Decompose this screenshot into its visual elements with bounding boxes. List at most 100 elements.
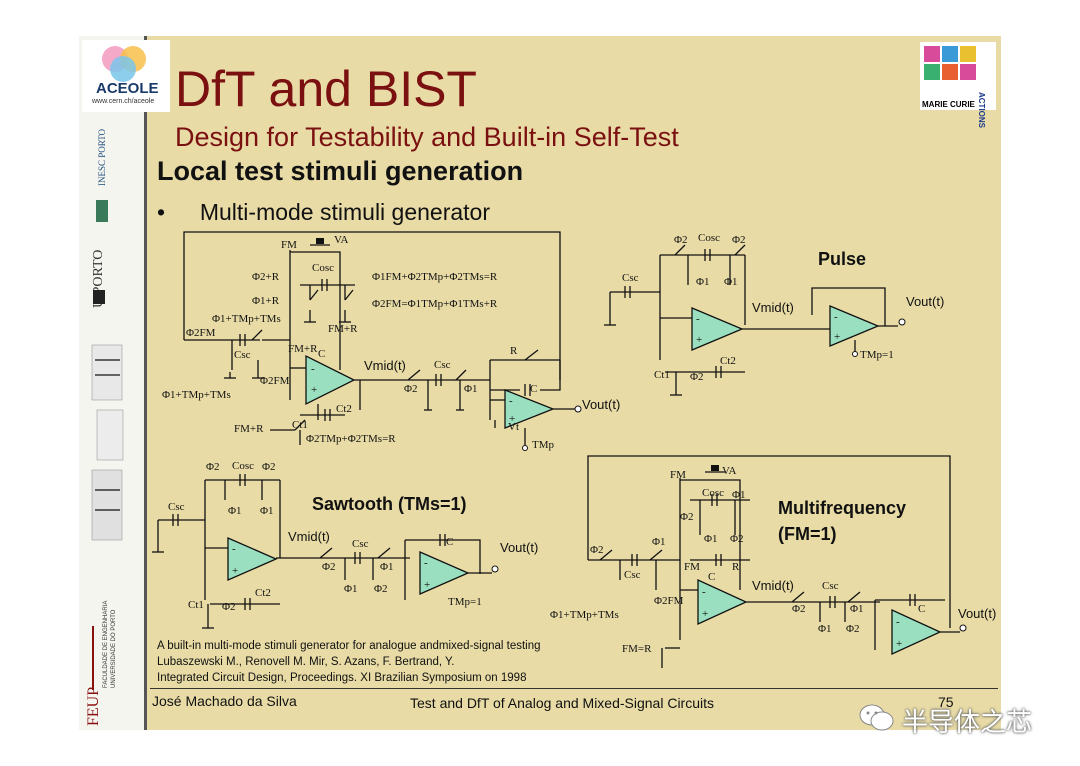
marie-curie-text: MARIE CURIE [922,100,975,109]
svg-text:+: + [311,384,317,396]
label: Csc [234,349,251,361]
label: VA [334,234,349,246]
sawtooth-circuit: -+ -+ Sawtooth (TMs=1) Φ2 Cosc Φ2 Csc Φ1… [152,460,538,629]
svg-text:+: + [509,413,515,425]
label: FM [684,561,700,573]
label: TMp=1 [448,596,482,608]
footer-author: José Machado da Silva [152,693,297,709]
svg-text:-: - [232,543,236,555]
label: Φ1 [380,561,394,573]
label: C [446,536,453,548]
label: Φ1+TMp+TMs [550,609,619,621]
svg-text:-: - [696,313,700,325]
label: Φ1FM+Φ2TMp+Φ2TMs=R [372,271,498,283]
svg-text:+: + [232,565,238,577]
label: C [918,603,925,615]
label: Cosc [702,487,724,499]
label: C [318,348,325,360]
label: Φ2+R [252,271,280,283]
label: Φ2 [590,544,604,556]
label: Φ2 [404,383,418,395]
slide-background [79,36,1001,730]
footer-divider [150,688,998,689]
label: FM=R [622,643,652,655]
label: Csc [434,359,451,371]
label: Φ1 [818,623,832,635]
label: Csc [624,569,641,581]
label: Φ1+TMp+TMs [162,389,231,401]
label: Vout(t) [500,540,538,555]
svg-text:-: - [509,395,513,407]
reference-line-3: Integrated Circuit Design, Proceedings. … [157,672,527,684]
label: Vout(t) [958,606,996,621]
label: Φ2 [730,533,744,545]
label: Φ2TMp+Φ2TMs=R [306,433,396,445]
label: Φ1 [850,603,864,615]
label: Φ1+TMp+TMs [212,313,281,325]
label: FM+R [234,423,264,435]
label: VA [722,465,737,477]
main-circuit: - + - + FM VA Φ2+R Cosc [162,231,620,451]
aceole-logo-text: ACEOLE [96,80,159,97]
label: Cosc [232,460,254,472]
bullet-item: • Multi-mode stimuli generator [157,199,490,226]
svg-text:-: - [702,586,706,598]
svg-text:-: - [424,557,428,569]
label: Csc [822,580,839,592]
label: Φ1 [344,583,358,595]
label: Vout(t) [906,294,944,309]
label: FM+R [288,343,318,355]
label: Ct2 [255,587,271,599]
watermark-text: 半导体之芯 [902,707,1033,737]
slide-title: DfT and BIST [175,61,477,117]
aceole-url: www.cern.ch/aceole [92,98,155,105]
label: Cosc [698,232,720,244]
svg-text:-: - [311,363,315,375]
label: Cosc [312,262,334,274]
marie-curie-logo [920,42,996,110]
section-heading: Local test stimuli generation [157,156,524,186]
label: Φ2FM=Φ1TMp+Φ1TMs+R [372,298,498,310]
svg-text:-: - [834,311,838,323]
svg-text:+: + [896,638,902,650]
label: Φ2FM [260,375,290,387]
label: Φ2 [846,623,860,635]
label: TMp [532,439,555,451]
label: Φ2 [374,583,388,595]
footer-course: Test and DfT of Analog and Mixed-Signal … [410,695,715,711]
label: R [732,561,740,573]
label: Csc [352,538,369,550]
label: Vout(t) [582,397,620,412]
label: Φ1+R [252,295,280,307]
multifrequency-label-1: Multifrequency [778,498,906,518]
bullet-marker: • [157,199,166,225]
label: Φ1 [260,505,274,517]
label: Φ2 [792,603,806,615]
reference-line-1: A built-in multi-mode stimuli generator … [157,640,541,652]
label: Φ2 [222,601,236,613]
label: Ct1 [188,599,204,611]
label: Φ2 [322,561,336,573]
reference-line-2: Lubaszewski M., Renovell M. Mir, S. Azan… [157,656,455,668]
label: Φ1 [724,276,738,288]
label: Vt [508,421,519,433]
label: Ct2 [720,355,736,367]
pulse-circuit: -+ -+ Pulse Φ2 Cosc Φ2 Csc Φ1 Φ1 Vmid(t)… [604,232,944,396]
label: Φ1 [464,383,478,395]
footer-page-number: 75 [938,694,954,710]
label: Csc [168,501,185,513]
multifrequency-circuit: -+ -+ Multifrequency (FM=1) FM VA Cosc Φ… [550,455,996,668]
label: Φ2 [674,234,688,246]
label: Φ1 [696,276,710,288]
label: Csc [622,272,639,284]
label: Φ2 [262,461,276,473]
label: Φ2 [732,234,746,246]
label: FM [281,239,297,251]
label: Vmid(t) [288,529,330,544]
label: Φ2 [206,461,220,473]
label: Φ2 [690,371,704,383]
label: C [708,571,715,583]
label: Φ1 [704,533,718,545]
label: Φ2 [680,511,694,523]
